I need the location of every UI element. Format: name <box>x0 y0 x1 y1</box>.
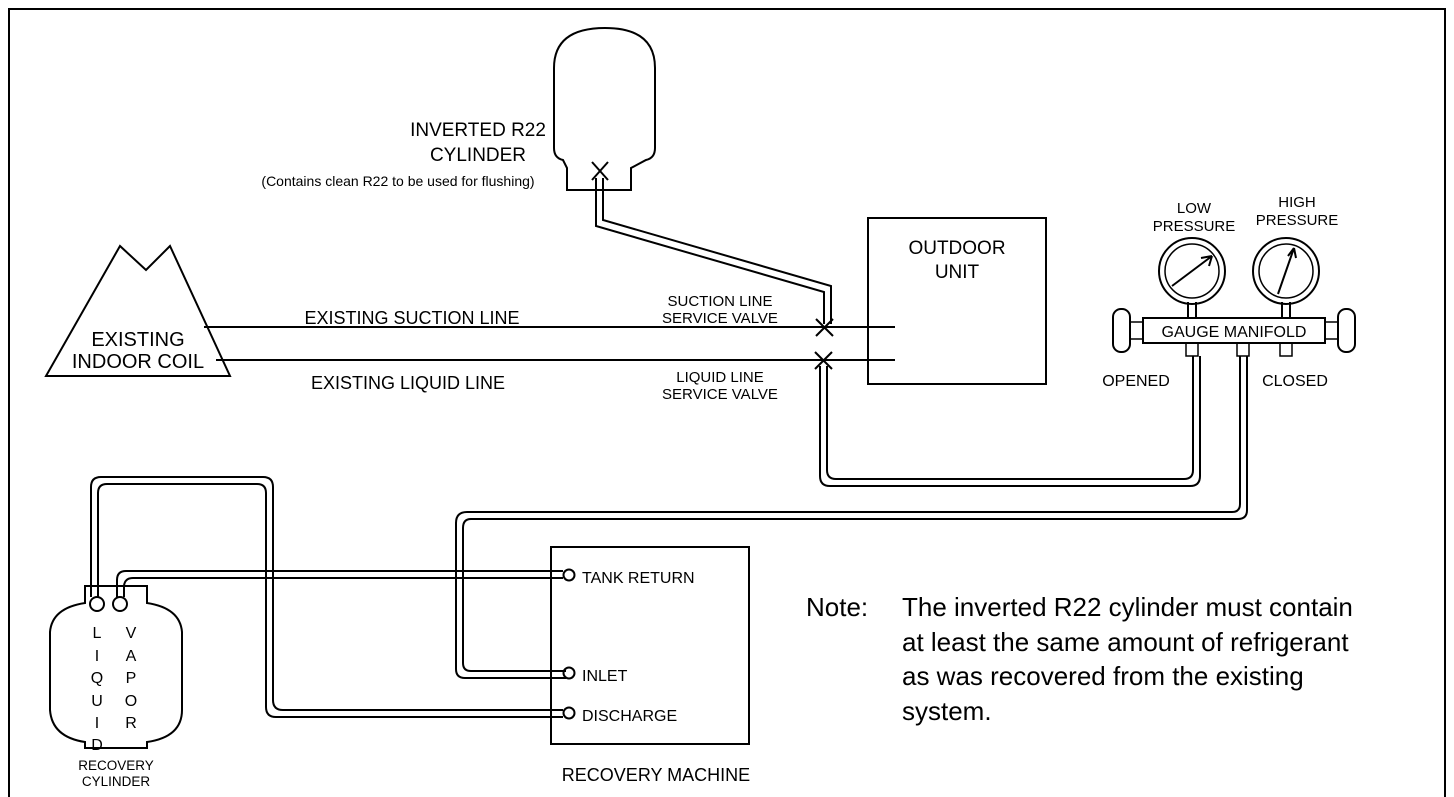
diagram-frame <box>8 8 1446 797</box>
indoor-coil-label-line2: INDOOR COIL <box>72 351 204 373</box>
discharge-label: DISCHARGE <box>582 708 677 725</box>
note-line-4: system. <box>902 696 992 726</box>
cylinder-valve-mark <box>591 161 609 181</box>
discharge-port <box>562 706 576 720</box>
indoor-coil <box>44 244 232 377</box>
manifold-label: GAUGE MANIFOLD <box>1162 324 1307 341</box>
low-side-hose-inner <box>826 356 1194 480</box>
suction-valve-label-line1: SUCTION LINE <box>667 293 772 310</box>
tank-return-label: TANK RETURN <box>582 570 695 587</box>
vapor-letter: P <box>126 670 137 687</box>
note-line-3: as was recovered from the existing <box>902 661 1304 691</box>
vapor-letter: O <box>125 693 137 710</box>
vapor-letter: A <box>126 648 137 665</box>
low-side-hose-outer <box>819 356 1201 487</box>
gauge-manifold: GAUGE MANIFOLD <box>1112 237 1356 357</box>
high-pressure-label-line1: HIGH <box>1278 194 1316 211</box>
inlet-hose-outer <box>462 356 1248 672</box>
cylinder-note: (Contains clean R22 to be used for flush… <box>261 173 534 189</box>
liquid-service-valve <box>814 351 833 370</box>
inlet-port <box>562 666 576 680</box>
recovery-cylinder <box>49 585 183 749</box>
low-pressure-label-line1: LOW <box>1177 200 1212 217</box>
recovery-machine-title: RECOVERY MACHINE <box>562 765 750 785</box>
tank-return-hose-inner <box>123 577 563 597</box>
tank-return-hose-outer <box>116 570 563 597</box>
liquid-valve-label-line1: LIQUID LINE <box>676 369 764 386</box>
cylinder-label-line1: INVERTED R22 <box>410 120 546 141</box>
liquid-letter: I <box>95 715 99 732</box>
tank-return-port <box>562 568 576 582</box>
liquid-letter: D <box>91 737 103 754</box>
indoor-coil-label-line1: EXISTING <box>91 329 184 351</box>
recovery-machine <box>550 546 750 745</box>
note-line-1: The inverted R22 cylinder must contain <box>902 592 1353 622</box>
high-gauge-face <box>1258 243 1314 299</box>
inverted-r22-cylinder <box>553 26 656 191</box>
liquid-valve-label-line2: SERVICE VALVE <box>662 386 778 403</box>
inlet-hose-inner <box>455 356 1241 679</box>
outdoor-unit-label-line1: OUTDOOR <box>908 238 1005 259</box>
outdoor-unit <box>867 217 1047 385</box>
flush-hose-inner <box>602 178 832 324</box>
note-line-2: at least the same amount of refrigerant <box>902 627 1349 657</box>
suction-line-label: EXISTING SUCTION LINE <box>304 308 519 328</box>
liquid-letters: L I Q U I D <box>91 625 103 754</box>
low-gauge-needle <box>1171 255 1213 287</box>
discharge-hose-outer <box>90 476 563 711</box>
recovery-cylinder-label-line1: RECOVERY <box>78 758 154 773</box>
left-knob <box>1112 308 1131 353</box>
low-pressure-gauge <box>1158 237 1226 305</box>
high-side-port <box>1279 342 1293 357</box>
flush-hose-outer <box>595 178 825 324</box>
high-pressure-gauge <box>1252 237 1320 305</box>
liquid-line-label: EXISTING LIQUID LINE <box>311 373 505 393</box>
liquid-letter: I <box>95 648 99 665</box>
right-knob-stem <box>1324 321 1339 340</box>
opened-label: OPENED <box>1102 373 1170 390</box>
indoor-coil-outline <box>44 244 232 377</box>
cylinder-label-line2: CYLINDER <box>430 145 526 166</box>
vapor-letters: V A P O R <box>125 625 137 732</box>
closed-label: CLOSED <box>1262 373 1328 390</box>
recovery-cylinder-body <box>49 585 183 749</box>
liquid-port <box>89 596 105 612</box>
high-pressure-label-line2: PRESSURE <box>1256 212 1339 229</box>
cylinder-body <box>553 26 656 191</box>
recovery-cylinder-label-line2: CYLINDER <box>82 774 151 789</box>
suction-valve-label-line2: SERVICE VALVE <box>662 310 778 327</box>
inlet-label: INLET <box>582 668 628 685</box>
note-label: Note: <box>806 592 868 622</box>
discharge-hose-inner <box>97 483 563 718</box>
low-gauge-face <box>1164 243 1220 299</box>
right-knob <box>1337 308 1356 353</box>
low-side-port <box>1185 342 1199 357</box>
vapor-port <box>112 596 128 612</box>
liquid-letter: L <box>93 625 102 642</box>
liquid-letter: U <box>91 693 103 710</box>
vapor-letter: V <box>126 625 137 642</box>
vapor-letter: R <box>125 715 137 732</box>
liquid-letter: Q <box>91 670 103 687</box>
high-gauge-needle <box>1277 247 1297 295</box>
outdoor-unit-label-line2: UNIT <box>935 262 980 283</box>
low-pressure-label-line2: PRESSURE <box>1153 218 1236 235</box>
center-port <box>1236 342 1250 357</box>
left-knob-stem <box>1129 321 1144 340</box>
suction-service-valve <box>815 318 834 337</box>
